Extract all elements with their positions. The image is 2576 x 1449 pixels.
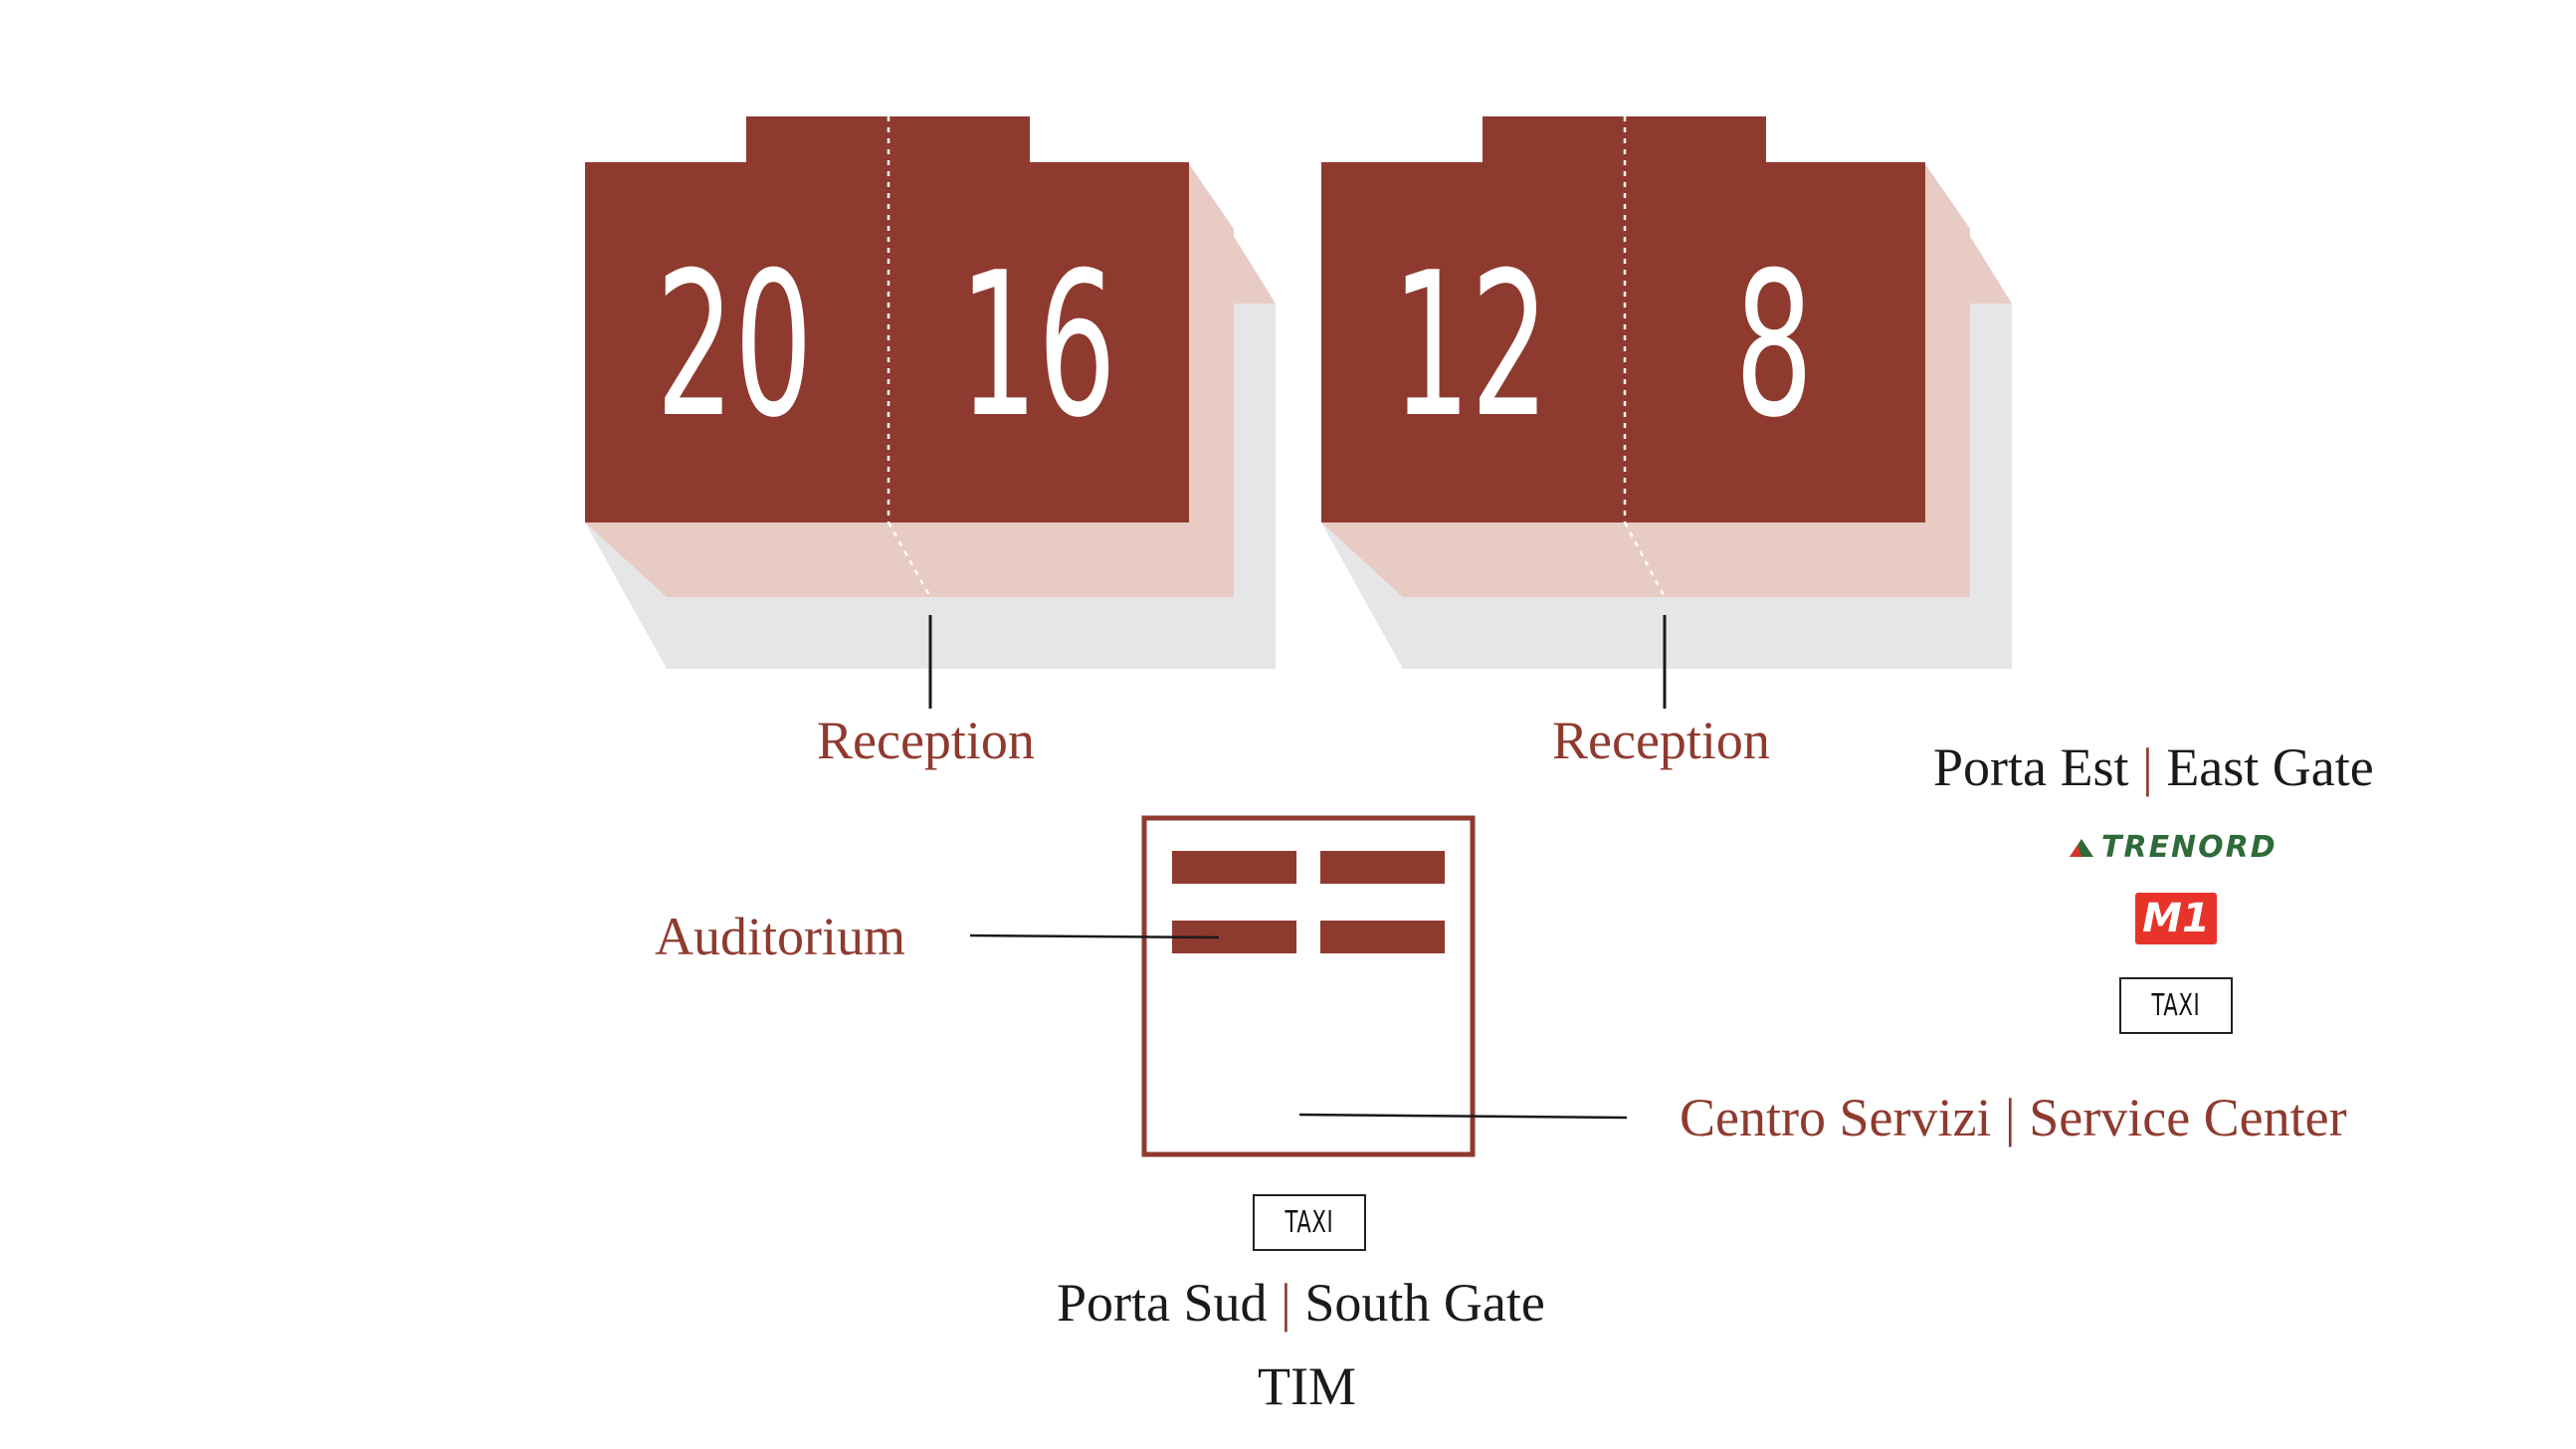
east-gate-name-en: East Gate [2166, 737, 2374, 797]
trenord-mark-icon [2070, 838, 2093, 857]
trenord-wordmark: TRENORD [2101, 830, 2278, 865]
south-gate-title: Porta Sud | South Gate [1057, 1276, 1545, 1330]
south-gate-name-it: Porta Sud [1057, 1273, 1268, 1333]
south-gate-name-en: South Gate [1304, 1273, 1545, 1333]
east-gate-separator: | [2142, 737, 2153, 797]
auditorium-leader [969, 933, 1220, 939]
reception-right-label: Reception [1552, 711, 1770, 770]
service-center-building [969, 815, 1628, 1157]
auditorium-room[interactable] [1172, 851, 1296, 884]
south-gate-taxi-sign: TAXI [1253, 1194, 1366, 1251]
pavilion-divider-shadow [1623, 521, 1667, 598]
pavilion-number-16: 16 [959, 230, 1116, 462]
south-gate-separator: | [1281, 1273, 1291, 1333]
service-center-leader [1298, 1113, 1628, 1120]
auditorium-room[interactable] [1320, 851, 1445, 884]
pavilion-shadow-gray-side [1234, 304, 1276, 669]
service-center-label: Centro Servizi | Service Center [1680, 1088, 2347, 1147]
metro-m1-logo: M1 [2135, 893, 2217, 944]
pavilion-number-12: 12 [1392, 230, 1549, 462]
pavilion-number-20: 20 [656, 230, 813, 462]
auditorium-room[interactable] [1320, 921, 1445, 953]
pavilion-block-20-16[interactable] [585, 116, 1189, 522]
pavilion-group-left [585, 116, 1276, 709]
pavilion-shadow-gray-side [1970, 304, 2012, 669]
east-gate-title: Porta Est | East Gate [1933, 740, 2374, 794]
auditorium-label: Auditorium [655, 907, 905, 966]
reception-left-label: Reception [817, 711, 1035, 770]
pavilion-block-12-8[interactable] [1321, 116, 1925, 522]
pavilion-divider-shadow [887, 521, 932, 598]
east-gate-taxi-sign: TAXI [2119, 977, 2233, 1034]
south-gate-sub-label: TIM [1258, 1356, 1356, 1416]
east-gate-taxi-label: TAXI [2151, 988, 2201, 1023]
south-gate-taxi-label: TAXI [1285, 1205, 1334, 1240]
trenord-logo: TRENORD [2068, 830, 2278, 865]
pavilion-group-right [1321, 116, 2012, 709]
east-gate-name-it: Porta Est [1933, 737, 2129, 797]
pavilion-number-8: 8 [1734, 230, 1814, 462]
